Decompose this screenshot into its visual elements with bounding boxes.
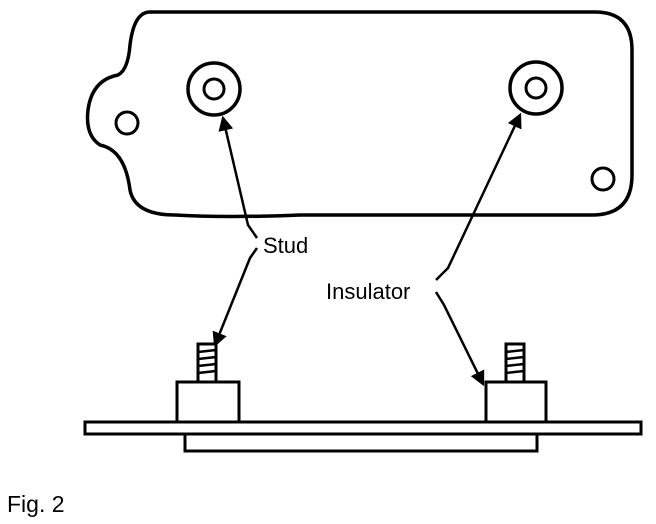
base-bracket [183,432,539,453]
stud-leader-up [218,115,259,239]
base-board [83,420,643,436]
insulator-label: Insulator [326,279,410,304]
figure-caption: Fig. 2 [7,491,65,517]
insulator-block-right [484,380,548,424]
stud-label: Stud [263,233,308,258]
insulator-leader-down [434,291,485,387]
mounting-hole-right [590,166,616,192]
stud-leader-down [212,247,259,348]
stud-right [504,342,526,384]
mounting-plate-outline [85,10,634,219]
stud-hole-left [186,61,242,117]
stud-hole-right [508,60,564,116]
insulator-block-left [175,380,241,424]
insulator-leader-up [435,112,522,281]
stud-left [196,342,218,384]
mounting-hole-left [114,110,140,136]
